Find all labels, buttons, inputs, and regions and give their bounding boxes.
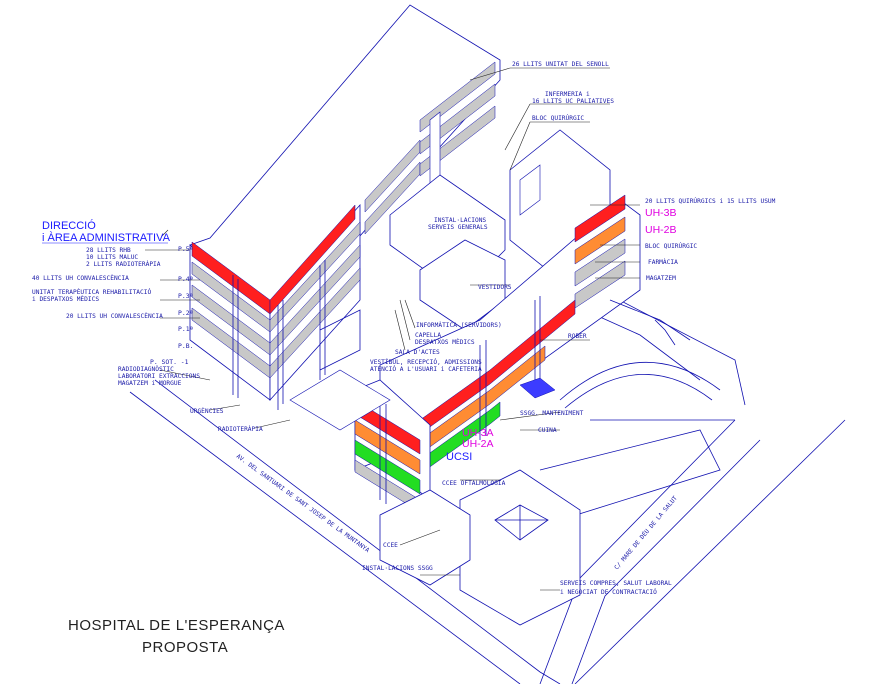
floor-labels: P.5ª P.4ª P.3ª P.2ª P.1ª P.B. P. SOT. -1 — [150, 245, 193, 366]
label-manteniment: SSGG. MANTENIMENT — [520, 410, 584, 417]
label-paliatives: 16 LLITS UC PALIATIVES — [532, 98, 614, 105]
label-10-llits: 10 LLITS MALUC — [86, 254, 138, 261]
left-labels: DIRECCIÓ i ÀREA ADMINISTRATIVA 28 LLITS … — [32, 219, 263, 433]
label-unitat-terapeutica: UNITAT TERAPÈUTICA REHABILITACIÓ — [32, 287, 151, 296]
label-ccee: CCEE — [383, 542, 398, 549]
label-instal-lacions: INSTAL·LACIONS — [434, 217, 486, 224]
label-senoll: 26 LLITS UNITAT DEL SENOLL — [512, 61, 609, 68]
title-line-2: PROPOSTA — [142, 639, 228, 656]
label-uh-2a: UH-2A — [462, 438, 494, 450]
lower-right-structures — [289, 299, 735, 626]
label-urgencies: URGÈNCIES — [190, 406, 224, 415]
label-atencio: ATENCIÓ A L'USUARI i CAFETERIA — [370, 364, 482, 373]
label-informatica: INFORMÀTICA (SERVIDORS) — [416, 320, 502, 329]
label-instal-lacions-ssgg: INSTAL·LACIONS SSGG — [362, 565, 433, 572]
title-line-1: HOSPITAL DE L'ESPERANÇA — [68, 617, 285, 634]
label-radioterapia: RADIOTERÀPIA — [218, 424, 263, 433]
right-wing — [354, 194, 641, 513]
label-quirurgics-usum: 20 LLITS QUIRÚRGICS i 15 LLITS USUM — [645, 196, 776, 205]
street-mare-de-deu: C/ MARE DE DÉU DE LA SALUT — [612, 494, 679, 571]
leader-lines — [145, 67, 640, 591]
left-wing — [189, 4, 501, 410]
label-cuina: CUINA — [538, 427, 557, 434]
label-ccee-oftalmologia: CCEE OFTALMOLOGIA — [442, 480, 506, 487]
floor-p2: P.2ª — [178, 309, 193, 317]
label-magatzem-morgue: MAGATZEM i MORGUE — [118, 380, 182, 387]
label-uh-3b: UH-3B — [645, 207, 677, 219]
direccio-label-2: i ÀREA ADMINISTRATIVA — [42, 231, 171, 244]
right-labels: 20 LLITS QUIRÚRGICS i 15 LLITS USUM UH-3… — [362, 196, 776, 596]
label-negociat: i NEGOCIAT DE CONTRACTACIÓ — [560, 587, 657, 596]
floor-psot: P. SOT. -1 — [150, 358, 189, 366]
floor-p1: P.1ª — [178, 325, 193, 333]
title-block: HOSPITAL DE L'ESPERANÇA PROPOSTA — [68, 617, 285, 656]
street-av-santuari: AV. DEL SANTUARI DE SANT JOSEP DE LA MUN… — [235, 453, 371, 554]
label-farmacia: FARMÀCIA — [648, 257, 678, 266]
label-radiodiagnostic: RADIODIAGNÒSTIC — [118, 364, 174, 373]
label-rober: ROBER — [568, 333, 587, 340]
floor-p3: P.3ª — [178, 292, 193, 300]
label-uh-2b: UH-2B — [645, 224, 677, 236]
label-despatxos: i DESPATXOS MÈDICS — [32, 294, 99, 303]
label-20-llits: 20 LLITS UH CONVALESCÈNCIA — [66, 311, 163, 320]
label-vestidors: VESTIDORS — [478, 284, 512, 291]
label-capella: CAPELLA — [415, 332, 441, 339]
direccio-label-1: DIRECCIÓ — [42, 219, 96, 232]
floor-pb: P.B. — [178, 342, 193, 350]
floor-p4: P.4ª — [178, 275, 193, 283]
label-magatzem: MAGATZEM — [646, 275, 676, 282]
label-vestibul: VESTÍBUL, RECEPCIÓ, ADMISSIONS — [370, 357, 482, 366]
label-bloc-quirurgic-top: BLOC QUIRÚRGIC — [532, 113, 584, 122]
label-bloc-quirurgic: BLOC QUIRÚRGIC — [645, 241, 697, 250]
label-ucsi: UCSI — [446, 451, 472, 463]
label-despatxos-medics: DESPATXOS MÈDICS — [415, 337, 475, 346]
label-uh-3a: UH-3A — [462, 427, 494, 439]
top-labels: 26 LLITS UNITAT DEL SENOLL INFERMERIA i … — [370, 61, 614, 373]
label-laboratori: LABORATORI EXTRACCIONS — [118, 373, 200, 380]
floor-p5: P.5ª — [178, 245, 193, 253]
label-infermeria: INFERMERIA i — [545, 91, 590, 98]
label-serveis-compres: SERVEIS COMPRES, SALUT LABORAL — [560, 580, 672, 587]
label-sala-actes: SALA D'ACTES — [395, 349, 440, 356]
label-40-llits: 40 LLITS UH CONVALESCÈNCIA — [32, 273, 129, 282]
label-2-llits: 2 LLITS RADIOTERÀPIA — [86, 259, 161, 268]
label-28-llits: 28 LLITS RHB — [86, 247, 131, 254]
label-serveis-generals: SERVEIS GENERALS — [428, 224, 488, 231]
